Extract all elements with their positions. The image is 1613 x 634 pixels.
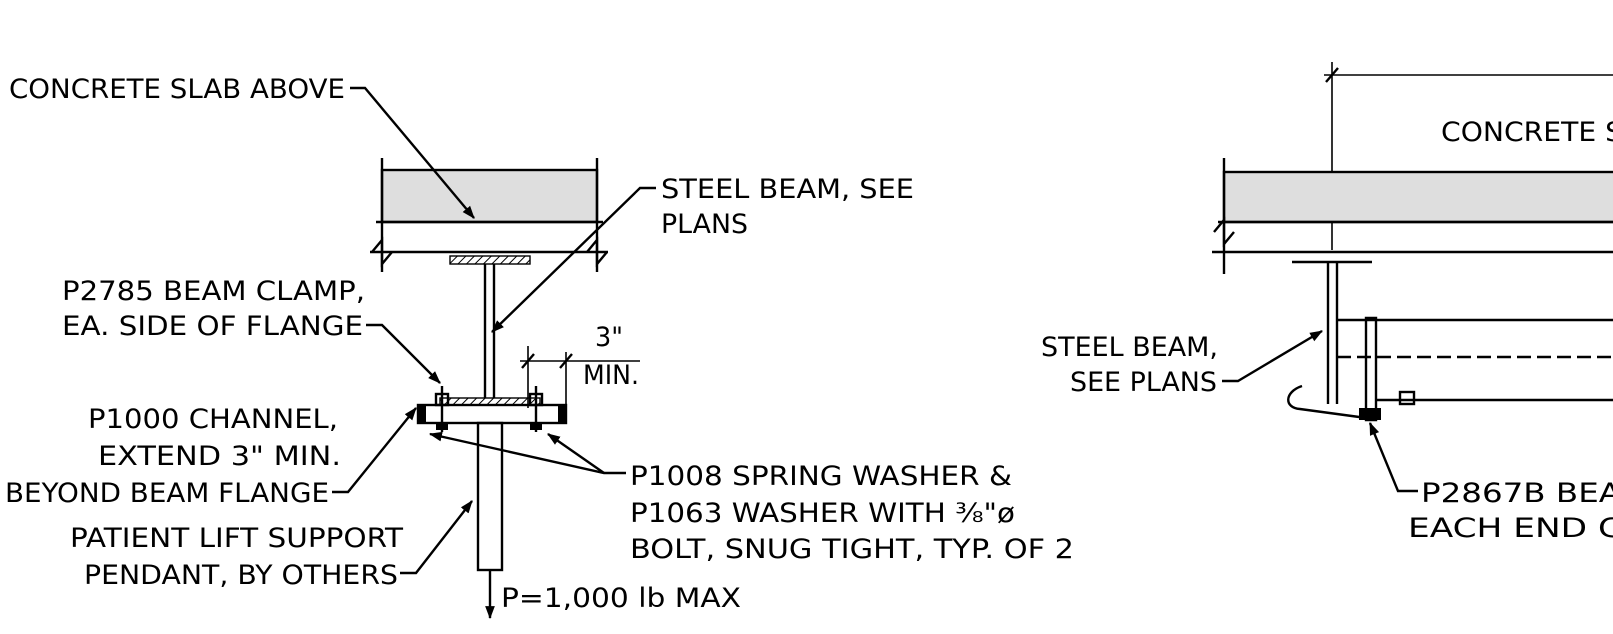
label-pendant-line2: PENDANT, BY OTHERS xyxy=(84,560,398,591)
label-beam-clamp-line1: P2785 BEAM CLAMP, xyxy=(62,276,365,307)
label-right-beam-clamp-line1: P2867B BEA xyxy=(1421,478,1613,509)
label-steel-beam-line2: PLANS xyxy=(661,209,748,240)
label-pendant-line1: PATIENT LIFT SUPPORT xyxy=(70,523,404,554)
label-channel-line1: P1000 CHANNEL, xyxy=(88,404,338,435)
right-labels: CONCRETE S STEEL BEAM, SEE PLANS P2867B … xyxy=(1041,117,1613,544)
right-steel-beam xyxy=(1287,260,1381,422)
right-section-detail: CONCRETE S STEEL BEAM, SEE PLANS P2867B … xyxy=(1041,62,1613,544)
right-channel xyxy=(1337,318,1613,406)
steel-beam xyxy=(439,255,541,406)
label-right-beam-clamp-line2: EACH END C xyxy=(1408,513,1613,544)
label-dim-3in: 3" xyxy=(595,322,623,353)
right-leaders xyxy=(1222,329,1418,493)
label-load: P=1,000 lb MAX xyxy=(501,583,741,614)
dimension-3in xyxy=(520,346,640,408)
concrete-slab xyxy=(370,158,608,272)
label-washer-line3: BOLT, SNUG TIGHT, TYP. OF 2 xyxy=(630,534,1074,565)
label-washer-line1: P1008 SPRING WASHER & xyxy=(630,461,1012,492)
left-labels: CONCRETE SLAB ABOVE STEEL BEAM, SEE PLAN… xyxy=(5,74,1074,614)
label-dim-min: MIN. xyxy=(583,360,639,391)
label-channel-line3: BEYOND BEAM FLANGE xyxy=(5,478,329,509)
label-concrete-slab: CONCRETE SLAB ABOVE xyxy=(9,74,345,105)
label-beam-clamp-line2: EA. SIDE OF FLANGE xyxy=(62,311,363,342)
right-concrete-slab xyxy=(1212,158,1613,274)
label-steel-beam-line1: STEEL BEAM, SEE xyxy=(661,174,914,205)
label-channel-line2: EXTEND 3" MIN. xyxy=(98,441,341,472)
left-leaders xyxy=(332,86,656,575)
left-section-detail: CONCRETE SLAB ABOVE STEEL BEAM, SEE PLAN… xyxy=(5,74,1074,620)
label-right-steel-beam-line2: SEE PLANS xyxy=(1070,367,1217,398)
label-right-concrete-slab: CONCRETE S xyxy=(1441,117,1613,148)
label-washer-line2: P1063 WASHER WITH ⅜"ø xyxy=(630,498,1015,529)
lift-pendant xyxy=(476,421,504,620)
channel-assembly xyxy=(416,386,568,432)
label-right-steel-beam-line1: STEEL BEAM, xyxy=(1041,332,1218,363)
